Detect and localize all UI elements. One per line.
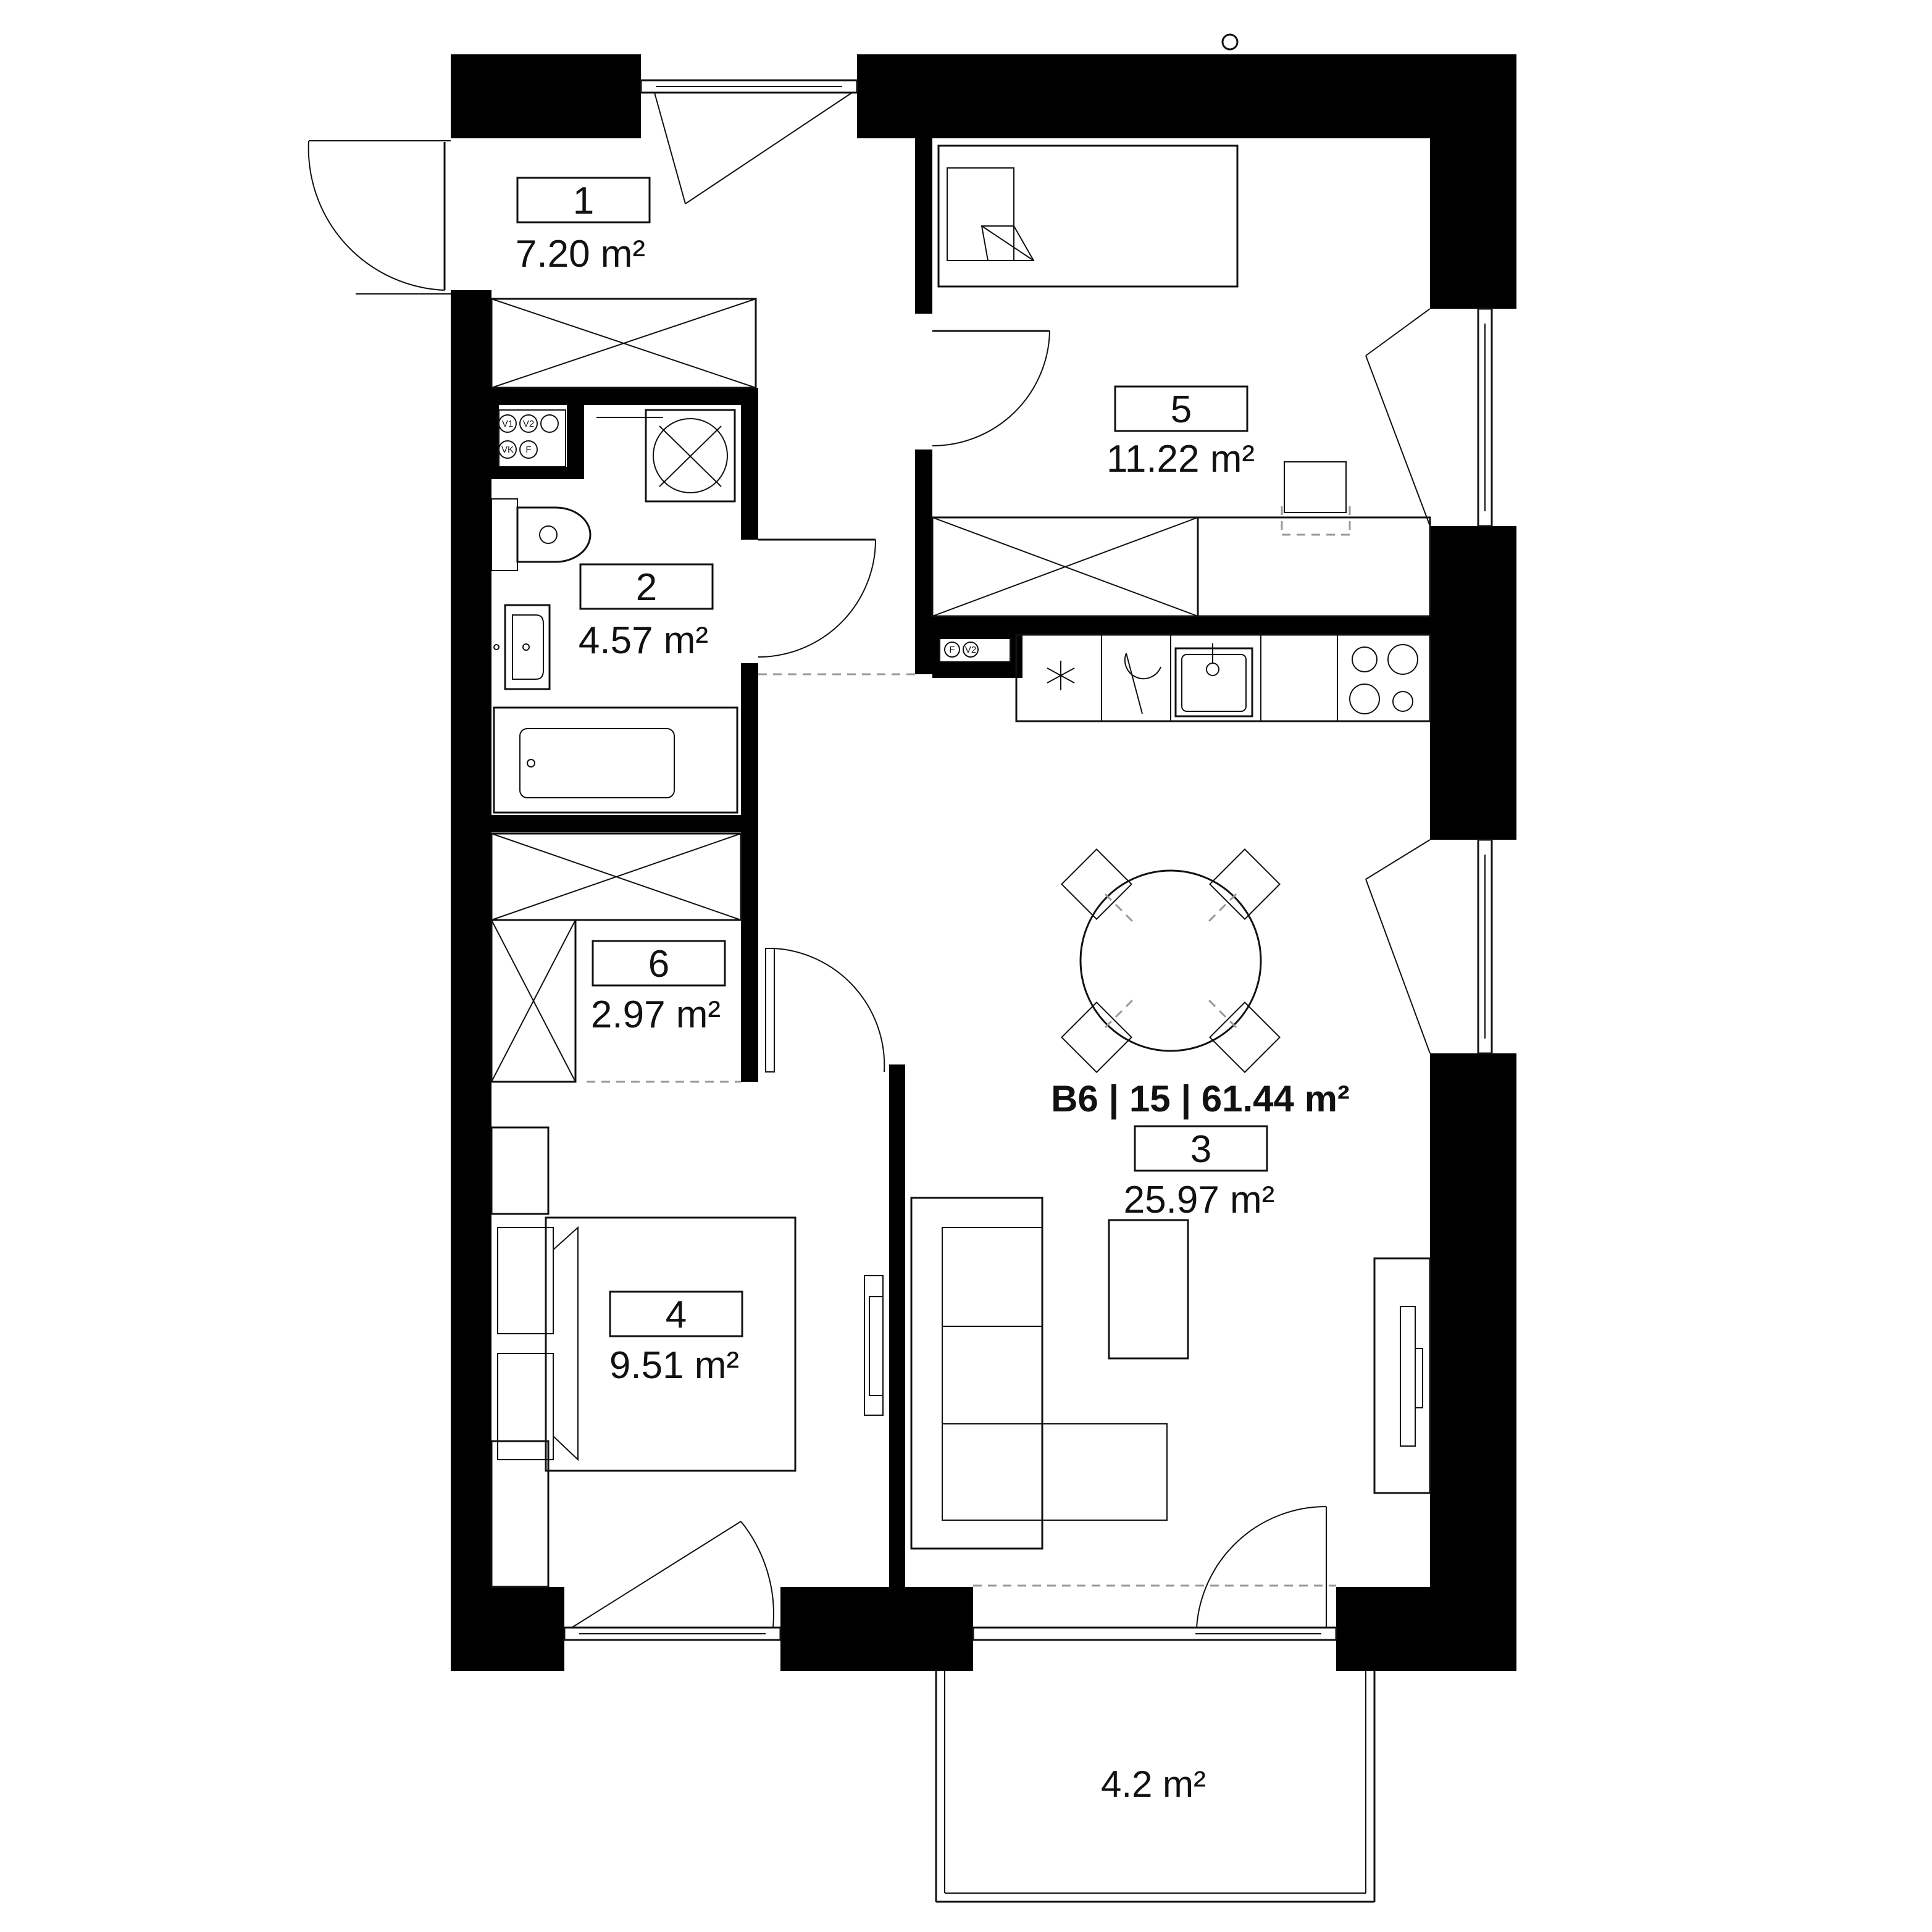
room-6-number: 6 xyxy=(648,943,669,985)
room-4-number: 4 xyxy=(666,1294,687,1336)
room-6-number-box xyxy=(592,940,726,987)
dashed-boundaries xyxy=(587,506,1351,1587)
room-5-number-box xyxy=(1114,385,1248,432)
utility-label-vk: VK xyxy=(501,445,514,455)
utility-label-f: F xyxy=(525,445,531,455)
room-5-number: 5 xyxy=(1171,388,1192,431)
exterior-walls xyxy=(451,54,1516,1671)
room-6-area: 2.97 m² xyxy=(591,993,721,1036)
room-2-number: 2 xyxy=(636,566,657,609)
doors xyxy=(307,92,1431,1628)
room-1-number: 1 xyxy=(573,180,594,222)
room-4-area: 9.51 m² xyxy=(609,1344,739,1387)
utility-label-v2: V2 xyxy=(523,419,534,429)
room-labels: 1 7.20 m² 2 4.57 m² 5 11.22 m² 6 2.97 m²… xyxy=(516,177,1350,1805)
room-2-number-box xyxy=(579,563,714,610)
room-4-number-box xyxy=(609,1290,743,1337)
fixtures: V1 V2 VK F xyxy=(490,33,1431,1903)
utility-label-f-kitchen: F xyxy=(949,645,955,655)
utility-label-v2-kitchen: V2 xyxy=(965,645,976,655)
interior-walls xyxy=(491,138,1430,1587)
apartment-summary-label: B6 | 15 | 61.44 m² xyxy=(1051,1078,1350,1120)
room-2-area: 4.57 m² xyxy=(579,619,708,662)
utility-label-v1: V1 xyxy=(502,419,513,429)
room-1-number-box xyxy=(516,177,651,224)
balcony-area: 4.2 m² xyxy=(1101,1763,1206,1805)
room-5-area: 11.22 m² xyxy=(1106,438,1255,480)
room-1-area: 7.20 m² xyxy=(516,233,645,275)
windows xyxy=(563,79,1493,1641)
room-3-area: 25.97 m² xyxy=(1124,1179,1275,1221)
room-3-number-box xyxy=(1134,1125,1268,1172)
room-3-number: 3 xyxy=(1190,1128,1211,1171)
